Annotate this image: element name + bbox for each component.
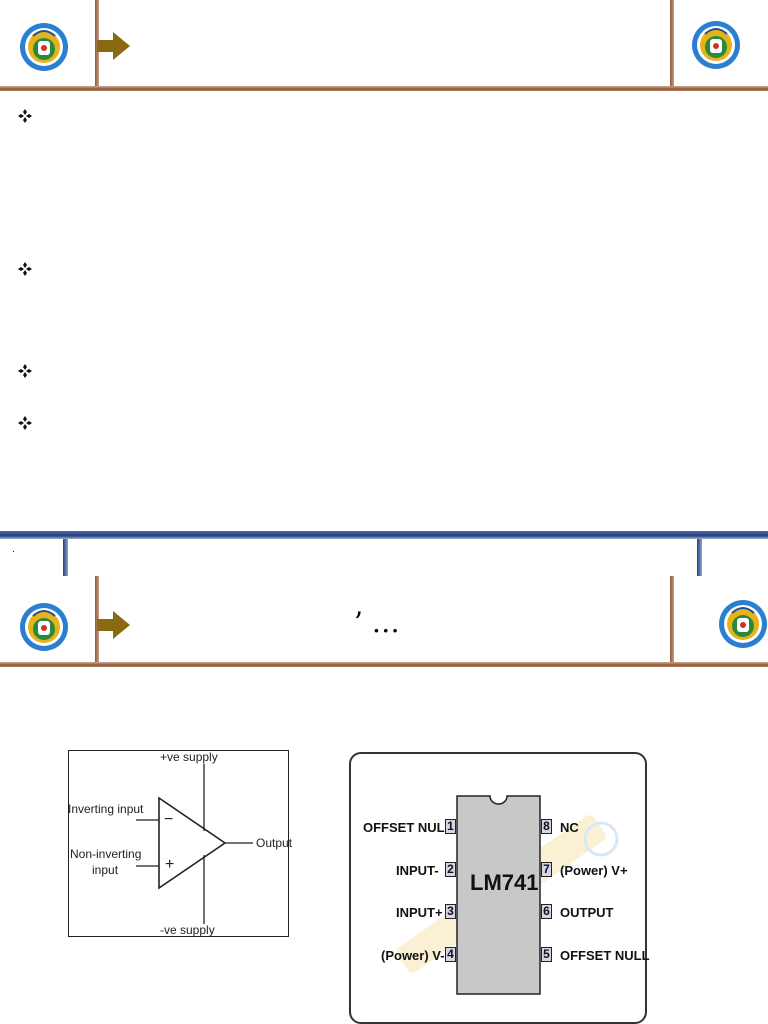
pin-7-label: (Power) V+	[560, 863, 628, 878]
output-label: Output	[256, 836, 293, 850]
header-divider	[670, 576, 674, 664]
pin-2-number: 2	[445, 862, 456, 877]
pin-8-label: NC	[560, 820, 579, 835]
pin-1-label: OFFSET NULL	[363, 820, 453, 835]
college-logo-icon	[719, 600, 767, 648]
slide2-header: ’ …	[0, 576, 768, 671]
pin-3-label: INPUT+	[396, 905, 443, 920]
ic-chip-body	[456, 795, 541, 995]
footer-mark: .	[12, 544, 15, 555]
header-divider	[670, 0, 674, 88]
minus-sign: −	[164, 811, 174, 828]
college-logo-icon	[20, 23, 68, 71]
college-logo-icon	[20, 603, 68, 651]
pin-5-label: OFFSET NULL	[560, 948, 650, 963]
footer-rule	[0, 531, 768, 539]
inverting-input-label: Inverting input	[68, 802, 144, 816]
pos-supply-label: +ve supply	[160, 750, 218, 764]
non-inverting-label-line2: input	[92, 863, 119, 877]
header-rule	[0, 662, 768, 667]
slide-title: ’ …	[354, 606, 400, 639]
footer-divider	[697, 539, 702, 576]
neg-supply-label: -ve supply	[160, 923, 215, 937]
arrow-right-icon	[97, 32, 130, 60]
college-logo-icon	[692, 21, 740, 69]
pin-8-number: 8	[541, 819, 552, 834]
opamp-triangle-diagram	[136, 764, 253, 924]
footer-divider	[63, 539, 68, 576]
diamond-bullet-icon	[18, 109, 32, 123]
diamond-bullet-icon	[18, 262, 32, 276]
diamond-bullet-icon	[18, 416, 32, 430]
pin-7-number: 7	[541, 862, 552, 877]
pin-4-label: (Power) V-	[381, 948, 445, 963]
pin-3-number: 3	[445, 904, 456, 919]
plus-sign: +	[165, 856, 175, 873]
pin-1-number: 1	[445, 819, 456, 834]
arrow-right-icon	[97, 611, 130, 639]
header-rule	[0, 86, 768, 91]
pin-6-label: OUTPUT	[560, 905, 614, 920]
slide1-header	[0, 0, 768, 95]
diamond-bullet-icon	[18, 364, 32, 378]
pin-6-number: 6	[541, 904, 552, 919]
pin-4-number: 4	[445, 947, 456, 962]
chip-name: LM741	[470, 870, 539, 895]
pin-2-label: INPUT-	[396, 863, 439, 878]
non-inverting-label-line1: Non-inverting	[70, 847, 142, 861]
pin-5-number: 5	[541, 947, 552, 962]
